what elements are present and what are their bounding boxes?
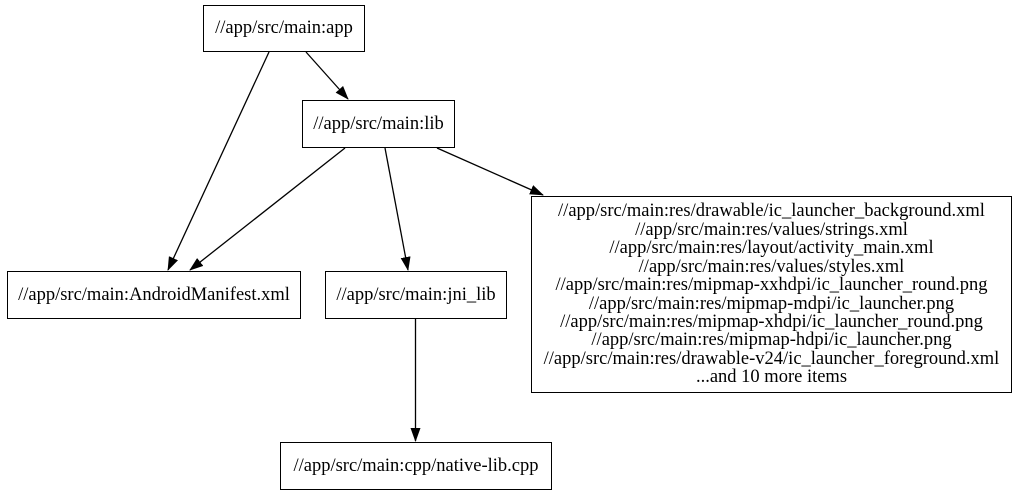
edge-app-to-androidmanifest bbox=[167, 51, 270, 271]
res-file-item: //app/src/main:res/mipmap-hdpi/ic_launch… bbox=[591, 330, 952, 351]
res-file-item: //app/src/main:res/mipmap-xxhdpi/ic_laun… bbox=[555, 275, 988, 296]
res-file-item: //app/src/main:res/values/strings.xml bbox=[635, 219, 908, 240]
edge-lib-to-resfiles bbox=[436, 147, 544, 196]
edge-app-to-lib bbox=[305, 51, 349, 100]
node-native-lib-cpp-label: //app/src/main:cpp/native-lib.cpp bbox=[293, 455, 539, 476]
res-file-item: //app/src/main:res/drawable/ic_launcher_… bbox=[558, 201, 985, 222]
node-android-manifest-label: //app/src/main:AndroidManifest.xml bbox=[18, 284, 290, 305]
node-app: //app/src/main:app bbox=[203, 5, 365, 52]
node-app-label: //app/src/main:app bbox=[215, 18, 353, 38]
res-files-more-items: ...and 10 more items bbox=[695, 367, 848, 388]
node-native-lib-cpp: //app/src/main:cpp/native-lib.cpp bbox=[280, 442, 552, 490]
node-lib: //app/src/main:lib bbox=[302, 100, 455, 148]
edge-lib-to-androidmanifest bbox=[189, 147, 346, 271]
res-file-item: //app/src/main:res/values/styles.xml bbox=[638, 256, 905, 277]
res-file-item: //app/src/main:res/mipmap-mdpi/ic_launch… bbox=[588, 293, 955, 314]
edge-lib-to-jnilib bbox=[384, 147, 411, 271]
node-lib-label: //app/src/main:lib bbox=[313, 113, 444, 134]
node-android-manifest: //app/src/main:AndroidManifest.xml bbox=[7, 271, 301, 319]
res-file-item: //app/src/main:res/drawable-v24/ic_launc… bbox=[543, 348, 1000, 369]
res-file-item: //app/src/main:res/layout/activity_main.… bbox=[609, 238, 934, 259]
node-res-files: //app/src/main:res/drawable/ic_launcher_… bbox=[531, 196, 1012, 393]
res-file-item: //app/src/main:res/mipmap-xhdpi/ic_launc… bbox=[560, 311, 983, 332]
node-jni-lib: //app/src/main:jni_lib bbox=[325, 271, 507, 319]
node-jni-lib-label: //app/src/main:jni_lib bbox=[336, 284, 496, 305]
